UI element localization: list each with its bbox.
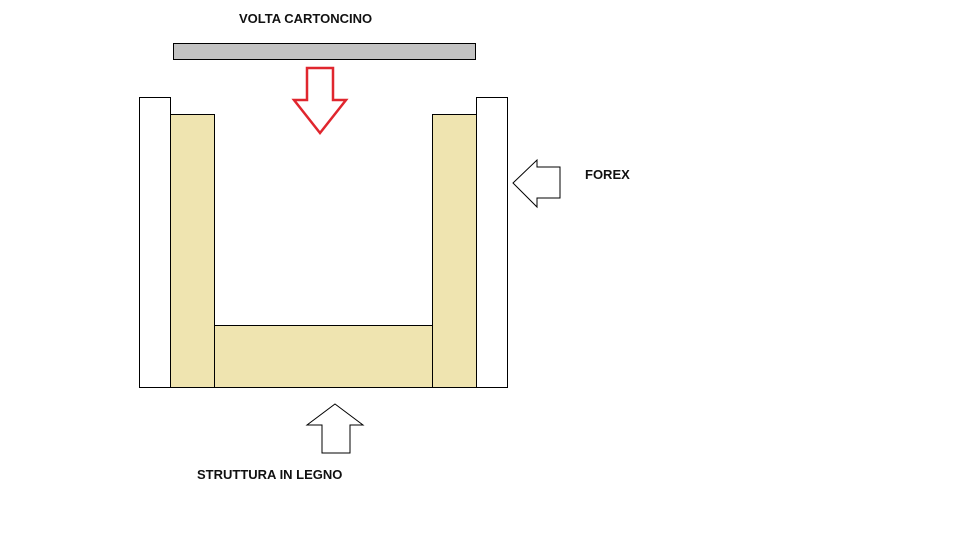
cardboard-vault-panel xyxy=(173,43,476,60)
forex-panel-right xyxy=(476,97,508,388)
forex-panel-left xyxy=(139,97,171,388)
wood-base xyxy=(214,325,433,388)
wood-post-right xyxy=(432,114,477,388)
wood-post-left xyxy=(170,114,215,388)
label-forex: FOREX xyxy=(585,167,630,182)
label-struttura-in-legno: STRUTTURA IN LEGNO xyxy=(197,467,343,482)
label-volta-cartoncino: VOLTA CARTONCINO xyxy=(239,11,373,26)
up-arrow-icon xyxy=(305,403,365,454)
left-arrow-icon xyxy=(512,158,561,209)
down-arrow-icon xyxy=(291,66,349,136)
